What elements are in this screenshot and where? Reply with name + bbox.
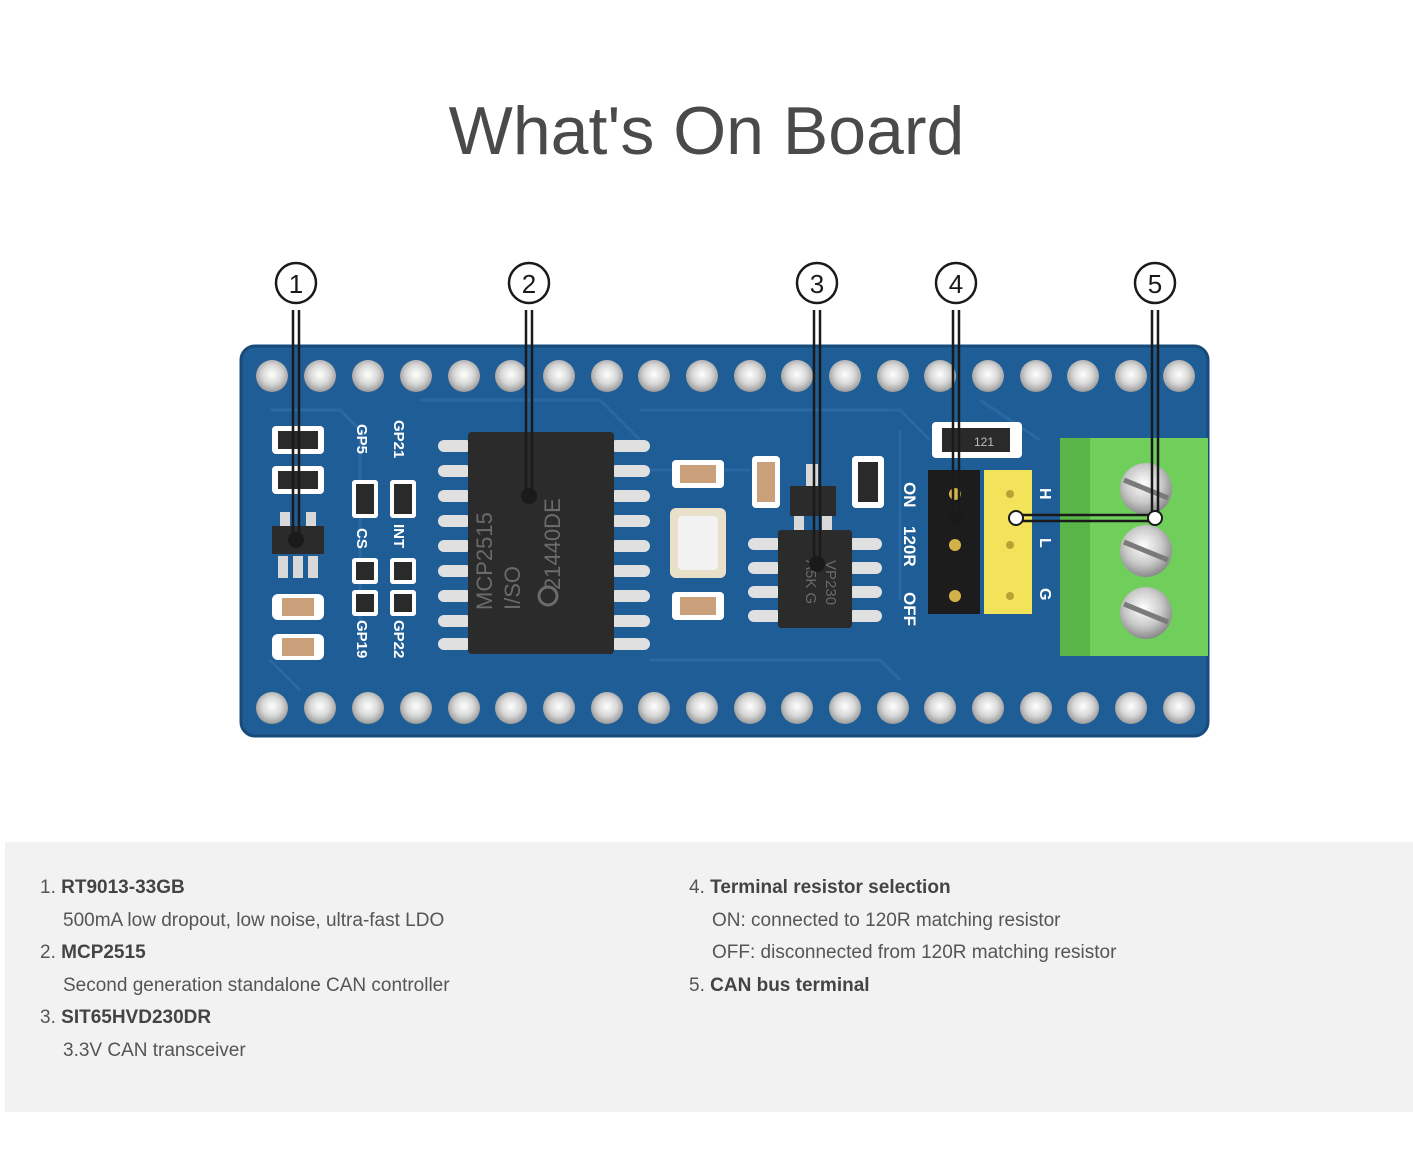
pin-pad [829, 360, 861, 392]
item-description: 500mA low dropout, low noise, ultra-fast… [63, 909, 445, 931]
silk-l: L [1036, 538, 1053, 548]
pin-pad [781, 692, 813, 724]
list-item: 2. MCP2515 [40, 937, 450, 970]
chip-label-3: 21440DE [540, 498, 565, 590]
pin-pad [686, 692, 718, 724]
pin-pad [304, 360, 336, 392]
pin-pad [543, 360, 575, 392]
item-number: 4. [689, 877, 705, 898]
pin-pad [304, 692, 336, 724]
pin-pad [877, 692, 909, 724]
pin-pad [1020, 692, 1052, 724]
pin-pad [1115, 360, 1147, 392]
description-list-right: 4. Terminal resistor selection ON: conne… [689, 872, 1116, 1002]
pin-pad [400, 360, 432, 392]
item-number: 2. [40, 942, 56, 963]
pin-pad [591, 360, 623, 392]
pin-pad [256, 360, 288, 392]
callout-5: 5 [1148, 269, 1162, 299]
silk-gp22: GP22 [390, 620, 407, 658]
item-number: 5. [689, 974, 705, 996]
bottom-header-pins [256, 692, 1195, 724]
pin-pad [1067, 692, 1099, 724]
can-transceiver-chip: VP230 A5K G [748, 530, 882, 628]
pin-pad [972, 360, 1004, 392]
item-name: CAN bus terminal [710, 974, 870, 996]
pin-pad [1020, 360, 1052, 392]
item-description: 3.3V CAN transceiver [63, 1039, 246, 1061]
small-resistors [352, 480, 416, 616]
item-description: Second generation standalone CAN control… [63, 974, 450, 996]
jumper-caps [984, 470, 1032, 614]
item-name: Terminal resistor selection [710, 877, 951, 898]
silk-int: INT [390, 524, 407, 548]
chip-label-2: I/SO [500, 566, 525, 610]
pin-pad [400, 692, 432, 724]
list-item: 1. RT9013-33GB [40, 872, 450, 905]
pin-pad [448, 360, 480, 392]
pin-pad [972, 692, 1004, 724]
board-diagram: GP21 GP5 INT CS GP19 GP22 [239, 261, 1210, 738]
pin-pad [924, 692, 956, 724]
mcp2515-chip: MCP2515 I/SO 21440DE [438, 432, 650, 654]
pin-pad [448, 692, 480, 724]
silk-gp5: GP5 [353, 424, 370, 454]
list-item: 5. CAN bus terminal [689, 970, 1116, 1003]
can-terminal-block [1060, 438, 1208, 656]
item-number: 1. [40, 877, 56, 898]
pin-pad [352, 692, 384, 724]
chip-label-1: MCP2515 [472, 512, 497, 610]
silk-g: G [1036, 588, 1053, 600]
pin-pad [1163, 692, 1195, 724]
top-header-pins [256, 360, 1195, 392]
description-list-left: 1. RT9013-33GB 500mA low dropout, low no… [40, 872, 450, 1067]
pin-pad [781, 360, 813, 392]
pin-pad [829, 692, 861, 724]
silk-h: H [1036, 488, 1053, 500]
silk-gp21: GP21 [390, 420, 407, 458]
item-name: SIT65HVD230DR [61, 1007, 212, 1028]
pin-pad [638, 360, 670, 392]
termination-resistor: 121 [932, 422, 1022, 458]
item-number: 3. [40, 1007, 56, 1028]
silk-cs: CS [353, 528, 370, 549]
silk-on: ON [900, 482, 919, 508]
callout-1: 1 [289, 269, 303, 299]
list-item: 3. SIT65HVD230DR [40, 1002, 450, 1035]
callout-dots [288, 488, 1163, 572]
pin-pad [1163, 360, 1195, 392]
pin-pad [543, 692, 575, 724]
silk-gp19: GP19 [353, 620, 370, 658]
pin-pad [495, 360, 527, 392]
pin-pad [734, 692, 766, 724]
transceiver-label-1: VP230 [822, 560, 839, 605]
pin-pad [924, 360, 956, 392]
pin-pad [352, 360, 384, 392]
callout-4: 4 [949, 269, 963, 299]
silk-120r: 120R [900, 526, 919, 567]
resistor-code: 121 [974, 435, 994, 449]
silk-off: OFF [900, 592, 919, 626]
crystal [670, 460, 726, 620]
pin-pad [877, 360, 909, 392]
list-item: 4. Terminal resistor selection [689, 872, 1116, 905]
pin-pad [495, 692, 527, 724]
item-description: OFF: disconnected from 120R matching res… [712, 942, 1117, 963]
item-name: MCP2515 [61, 942, 146, 963]
pin-pad [256, 692, 288, 724]
item-description: ON: connected to 120R matching resistor [712, 909, 1061, 931]
description-panel: 1. RT9013-33GB 500mA low dropout, low no… [5, 842, 1413, 1112]
pcb-traces [268, 398, 1041, 692]
pin-pad [1067, 360, 1099, 392]
pin-pad [1115, 692, 1147, 724]
item-name: RT9013-33GB [61, 877, 185, 898]
pin-pad [591, 692, 623, 724]
callout-2: 2 [522, 269, 536, 299]
page-title: What's On Board [448, 93, 965, 169]
callout-3: 3 [810, 269, 824, 299]
pin-pad [638, 692, 670, 724]
callouts [274, 261, 1177, 564]
pin-pad [686, 360, 718, 392]
pin-pad [734, 360, 766, 392]
